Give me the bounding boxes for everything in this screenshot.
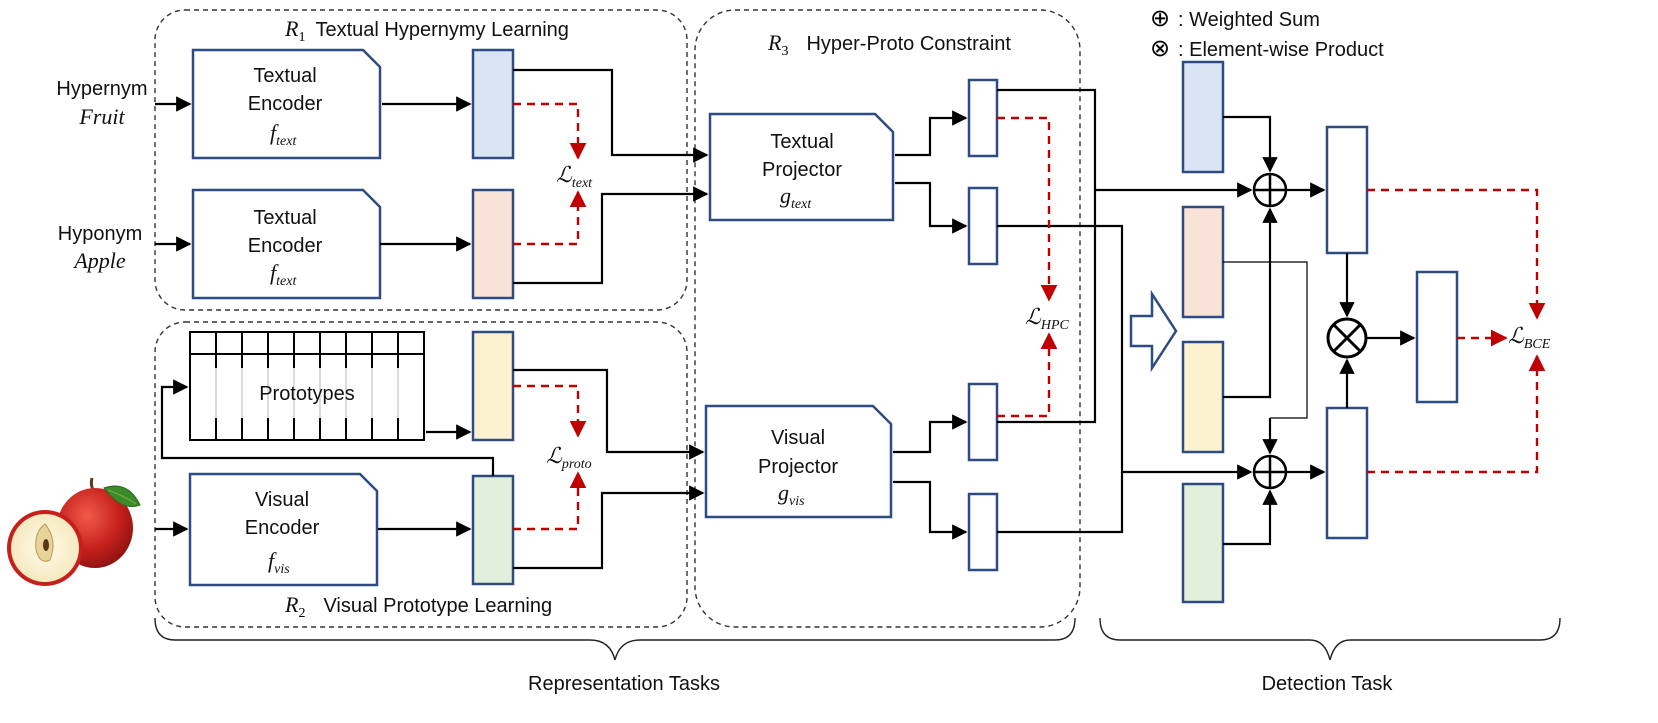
region-r2-box [154,321,688,628]
feat-prototype [471,330,515,442]
legend: ⊕ : Weighted Sum ⊗ : Element-wise Produc… [1150,5,1384,62]
textual-projector: Textual Projector gtext [708,112,895,222]
region-r1-box [154,9,688,311]
legend-sum-symbol: ⊕ [1150,5,1170,32]
brace-detection [1099,617,1561,661]
textual-projector-l2: Projector [762,159,842,181]
proj-vis-proto [967,382,999,462]
element-product-icon [1326,317,1368,359]
proj-vis-img [967,492,999,572]
visual-encoder-l1: Visual [255,489,309,511]
det-out-bottom [1325,406,1369,540]
det-feat-yellow [1181,340,1225,454]
loss-hpc: ℒHPC [1025,304,1070,333]
det-feat-green [1181,482,1225,604]
det-out-top [1325,125,1369,255]
text-encoder-1-l1: Textual [253,65,316,87]
textual-projector-l1: Textual [770,131,833,153]
text-encoder-2-l2: Encoder [248,235,323,257]
det-feat-pink [1181,205,1225,319]
task-detection-label: Detection Task [1262,673,1394,695]
loss-proto: ℒproto [546,443,592,472]
feat-hyponym-text [471,188,515,300]
visual-projector-sym: gvis [778,480,805,509]
text-encoder-1-sym: ftext [270,120,297,149]
feat-visual [471,474,515,586]
loss-bce: ℒBCE [1508,323,1551,352]
visual-projector-l1: Visual [771,427,825,449]
connector-arrows [155,68,1416,570]
visual-projector: Visual Projector gvis [704,404,893,519]
hyponym-word: Apple [72,248,126,273]
loss-arrows [513,102,1546,531]
brace-representation [154,617,1076,661]
prototypes-label: Prototypes [259,383,355,405]
proj-text-hyper [967,78,999,158]
det-feat-blue [1181,60,1225,174]
text-encoder-2-l1: Textual [253,207,316,229]
legend-product-text: : Element-wise Product [1178,39,1384,61]
text-encoder-2-sym: ftext [270,260,297,289]
legend-sum-text: : Weighted Sum [1178,9,1320,31]
visual-encoder-l2: Encoder [245,517,320,539]
text-encoder-1: Textual Encoder ftext [191,48,382,160]
task-representation-label: Representation Tasks [528,673,720,695]
hollow-arrow-icon [1129,289,1178,373]
det-final [1415,270,1459,404]
legend-product-symbol: ⊗ [1150,35,1170,62]
proj-text-hypo [967,186,999,266]
prototypes-block: Prototypes [189,331,425,441]
text-encoder-1-l2: Encoder [248,93,323,115]
region-r3-box [694,9,1081,628]
hypernym-word: Fruit [78,104,125,129]
weighted-sum-top-icon [1252,172,1288,208]
loss-text: ℒtext [556,162,593,191]
hypernym-label: Hypernym [56,78,147,100]
visual-encoder: Visual Encoder fvis [188,472,379,587]
visual-encoder-sym: fvis [268,548,290,577]
weighted-sum-bottom-icon [1252,454,1288,490]
visual-projector-l2: Projector [758,456,838,478]
apple-image [7,477,141,586]
feat-hypernym-text [471,48,515,160]
text-encoder-2: Textual Encoder ftext [191,188,382,300]
hyponym-label: Hyponym [58,223,142,245]
textual-projector-sym: gtext [780,183,812,212]
